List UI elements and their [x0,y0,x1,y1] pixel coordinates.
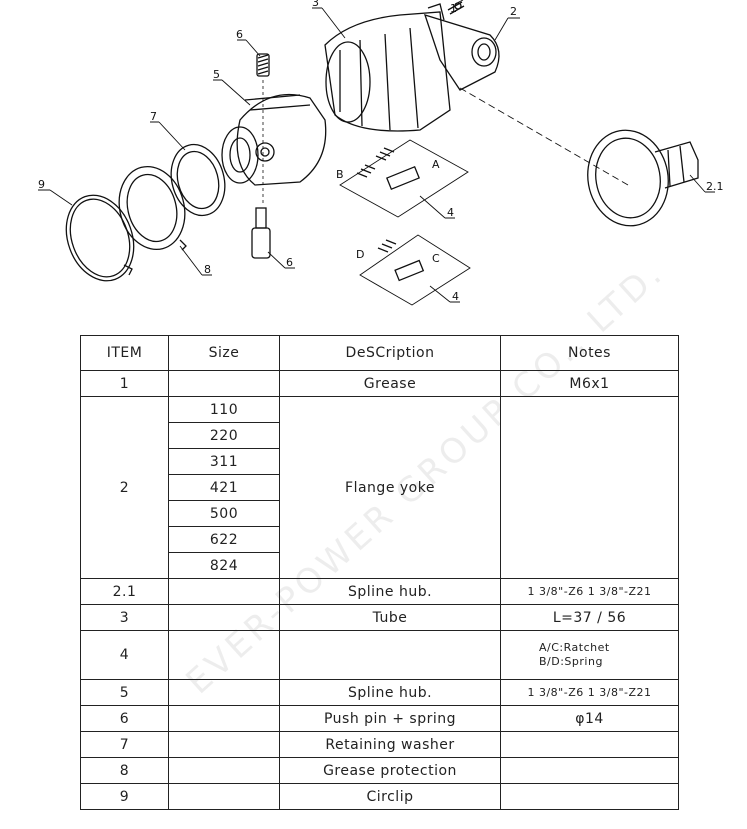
size-cell [168,578,280,605]
table-row: 3 Tube L=37 / 56 [80,604,679,631]
description-cell: Grease [279,370,501,397]
spline-hub-right-part [587,129,699,227]
description-cell: Spline hub. [279,679,501,706]
notes-line: B/D:Spring [539,655,603,668]
label-C: C [432,252,440,265]
item-cell: 4 [80,630,169,680]
notes-cell: M6x1 [500,370,679,397]
table-row: 7 Retaining washer [80,731,679,758]
exploded-assembly-drawing: 1 2 3 6 5 7 9 8 6 2.1 4 4 A B C D [38,0,724,306]
item-cell: 2.1 [80,578,169,605]
description-cell [279,630,501,680]
parts-table: ITEM Size DeSCription Notes 1 Grease M6x… [80,335,679,810]
item-cell: 7 [80,731,169,758]
notes-cell [500,396,679,579]
item-cell: 9 [80,783,169,810]
callout-4-top: 4 [447,206,454,219]
label-B: B [336,168,344,181]
notes-cell [500,757,679,784]
retaining-washer-part [170,143,226,217]
flange-yoke-part [423,3,500,91]
size-cell [168,679,280,706]
callout-5: 5 [213,68,220,81]
notes-cell [500,783,679,810]
table-row: 8 Grease protection [80,757,679,784]
table-row: 311 [81,448,679,475]
description-cell: Tube [279,604,501,631]
notes-cell: A/C:Ratchet B/D:Spring [500,630,679,680]
size-cell [168,705,280,732]
callout-2-1: 2.1 [706,180,724,193]
label-D: D [356,248,364,261]
size-cell [168,604,280,631]
header-size: Size [168,335,280,371]
callout-3: 3 [312,0,319,9]
size-cell [168,630,280,680]
callout-4-bottom: 4 [452,290,459,303]
callout-1: 1 [450,2,457,15]
table-row: 622 [81,526,679,553]
callout-9: 9 [38,178,45,191]
notes-line: A/C:Ratchet [539,641,610,654]
table-row: 824 [81,552,679,579]
notes-cell: 1 3/8"-Z6 1 3/8"-Z21 [500,679,679,706]
size-cell: 824 [168,552,280,579]
description-cell: Grease protection [279,757,501,784]
size-cell [168,783,280,810]
push-pin-part [251,207,271,259]
ratchet-set-bottom-part [359,234,471,306]
notes-cell: 1 3/8"-Z6 1 3/8"-Z21 [500,578,679,605]
table-row: 6 Push pin + spring φ14 [80,705,679,732]
table-row: 2 110 Flange yoke [80,396,679,579]
description-cell: Retaining washer [279,731,501,758]
item-cell: 8 [80,757,169,784]
callout-8: 8 [204,263,211,276]
grease-protection-part [118,165,187,251]
item-cell: 2 [80,396,169,579]
callout-7: 7 [150,110,157,123]
spline-hub-part [221,93,327,186]
spring-part [256,53,270,77]
table-header-row: ITEM Size DeSCription Notes [80,335,679,371]
item-cell: 6 [80,705,169,732]
item-cell: 1 [80,370,169,397]
table-row: 421 [81,474,679,501]
size-cell [168,731,280,758]
table-row: 5 Spline hub. 1 3/8"-Z6 1 3/8"-Z21 [80,679,679,706]
description-cell: Push pin + spring [279,705,501,732]
label-A: A [432,158,440,171]
description-cell: Circlip [279,783,501,810]
notes-cell: L=37 / 56 [500,604,679,631]
table-row: 1 Grease M6x1 [80,370,679,397]
table-row: 9 Circlip [80,783,679,810]
header-description: DeSCription [279,335,501,371]
callout-2: 2 [510,5,517,18]
description-cell: Spline hub. [279,578,501,605]
size-cell: 500 [168,500,280,527]
tube-part [324,11,451,132]
header-notes: Notes [500,335,679,371]
size-cell: 110 [168,396,280,423]
item-cell: 3 [80,604,169,631]
size-cell [168,370,280,397]
callout-6-top: 6 [236,28,243,41]
size-cell: 622 [168,526,280,553]
item-cell: 5 [80,679,169,706]
ratchet-set-top-part [339,139,469,218]
circlip-part [65,194,135,282]
notes-cell [500,731,679,758]
notes-cell: φ14 [500,705,679,732]
size-cell: 311 [168,448,280,475]
table-row: 4 A/C:Ratchet B/D:Spring [80,630,679,680]
table-row: 2.1 Spline hub. 1 3/8"-Z6 1 3/8"-Z21 [80,578,679,605]
header-item: ITEM [80,335,169,371]
size-cell: 220 [168,422,280,449]
size-cell: 421 [168,474,280,501]
callout-6-bottom: 6 [286,256,293,269]
size-cell [168,757,280,784]
description-cell: Flange yoke [279,396,501,579]
